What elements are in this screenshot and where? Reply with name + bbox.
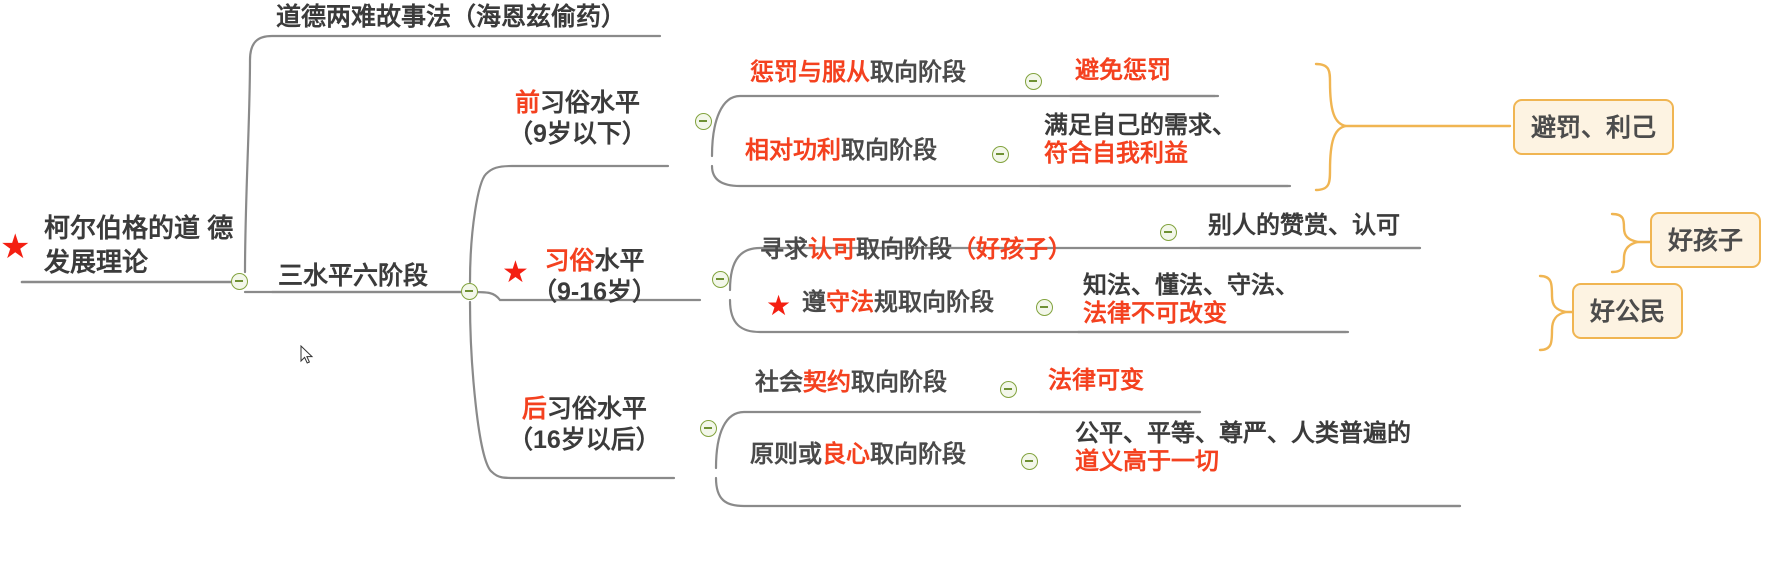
level-pre-rest: 习俗水平 xyxy=(539,89,640,117)
node-level-postconventional[interactable]: 后习俗水平 （16岁以后） xyxy=(508,394,661,456)
level-conventional-star-icon: ★ xyxy=(502,256,529,289)
stage5-emphasis: 契约 xyxy=(803,369,851,396)
stage5-rest: 取向阶段 xyxy=(851,369,947,396)
stage3-emphasis: 认可 xyxy=(808,236,856,263)
node-stage-social-contract[interactable]: 社会契约取向阶段 xyxy=(755,368,947,398)
detail2-line-2: 符合自我利益 xyxy=(1044,140,1188,168)
toggle-stage-5[interactable] xyxy=(1000,381,1017,398)
detail6-line-2: 道义高于一切 xyxy=(1075,448,1219,476)
summary-box-avoid-punishment-self-interest[interactable]: 避罚、利己 xyxy=(1513,99,1675,155)
node-stage-instrumental-relativist[interactable]: 相对功利取向阶段 xyxy=(745,136,937,166)
node-detail-approval[interactable]: 别人的赞赏、认可 xyxy=(1208,212,1400,239)
toggle-three-levels[interactable] xyxy=(461,283,478,300)
stage6-emphasis: 良心 xyxy=(822,441,870,468)
node-stage-universal-principles[interactable]: 原则或良心取向阶段 xyxy=(750,440,966,470)
level-con-rest: 水平 xyxy=(594,247,645,275)
stage6-rest: 取向阶段 xyxy=(870,441,966,468)
level-con-age: （9-16岁） xyxy=(532,278,658,306)
toggle-level-preconventional[interactable] xyxy=(695,113,712,130)
node-level-preconventional[interactable]: 前习俗水平 （9岁以下） xyxy=(508,88,647,150)
node-moral-dilemma-method[interactable]: 道德两难故事法（海恩兹偷药） xyxy=(276,3,627,31)
mouse-cursor-icon xyxy=(300,345,314,364)
stage3-suffix: （好孩子） xyxy=(952,236,1072,263)
node-detail-self-interest[interactable]: 满足自己的需求、 符合自我利益 xyxy=(1044,112,1236,169)
detail6-line-1: 公平、平等、尊严、人类普遍的 xyxy=(1075,420,1411,447)
summary-box-good-boy[interactable]: 好孩子 xyxy=(1650,212,1762,268)
stage4-rest: 规取向阶段 xyxy=(874,289,994,316)
toggle-level-postconventional[interactable] xyxy=(700,420,717,437)
toggle-stage-2[interactable] xyxy=(992,146,1009,163)
node-stage-good-boy[interactable]: 寻求认可取向阶段（好孩子） xyxy=(760,235,1072,265)
stage3-prefix: 寻求 xyxy=(760,236,808,263)
stage6-prefix: 原则或 xyxy=(750,441,822,468)
detail4-line-2: 法律不可改变 xyxy=(1083,300,1227,328)
root-star-icon: ★ xyxy=(0,228,31,266)
stage1-rest: 取向阶段 xyxy=(870,59,966,86)
level-con-emphasis: 习俗 xyxy=(544,247,595,275)
node-level-conventional[interactable]: 习俗水平 （9-16岁） xyxy=(498,246,657,308)
node-three-levels[interactable]: 三水平六阶段 xyxy=(278,262,429,290)
detail4-line-1: 知法、懂法、守法、 xyxy=(1083,272,1299,299)
stage1-emphasis: 惩罚与服从 xyxy=(750,59,870,86)
node-stage-law-and-order[interactable]: 遵守法规取向阶段 xyxy=(770,288,994,318)
stage5-prefix: 社会 xyxy=(755,369,803,396)
level-post-emphasis: 后 xyxy=(521,395,547,423)
node-detail-avoid-punishment[interactable]: 避免惩罚 xyxy=(1075,57,1171,84)
stage2-rest: 取向阶段 xyxy=(841,137,937,164)
detail2-line-1: 满足自己的需求、 xyxy=(1044,112,1236,139)
toggle-stage-1[interactable] xyxy=(1025,73,1042,90)
toggle-level-conventional[interactable] xyxy=(712,271,729,288)
toggle-root[interactable] xyxy=(231,273,248,290)
toggle-stage-6[interactable] xyxy=(1021,453,1038,470)
stage4-prefix: 遵 xyxy=(802,289,826,316)
node-stage-punishment-obedience[interactable]: 惩罚与服从取向阶段 xyxy=(750,58,966,88)
stage-4-star-icon: ★ xyxy=(766,290,792,321)
stage2-emphasis: 相对功利 xyxy=(745,137,841,164)
root-node[interactable]: 柯尔伯格的道 德发展理论 xyxy=(44,213,234,277)
node-detail-universal-justice[interactable]: 公平、平等、尊严、人类普遍的 道义高于一切 xyxy=(1075,420,1411,477)
node-detail-law-changeable[interactable]: 法律可变 xyxy=(1048,367,1144,394)
toggle-stage-4[interactable] xyxy=(1036,299,1053,316)
level-post-rest: 习俗水平 xyxy=(546,395,647,423)
stage3-rest: 取向阶段 xyxy=(856,236,952,263)
toggle-stage-3[interactable] xyxy=(1160,224,1177,241)
level-post-age: （16岁以后） xyxy=(508,426,661,454)
level-pre-age: （9岁以下） xyxy=(508,120,647,148)
summary-box-good-citizen[interactable]: 好公民 xyxy=(1572,283,1684,339)
stage4-emphasis: 守法 xyxy=(826,289,874,316)
level-pre-emphasis: 前 xyxy=(514,89,540,117)
node-detail-know-law[interactable]: 知法、懂法、守法、 法律不可改变 xyxy=(1083,272,1299,329)
